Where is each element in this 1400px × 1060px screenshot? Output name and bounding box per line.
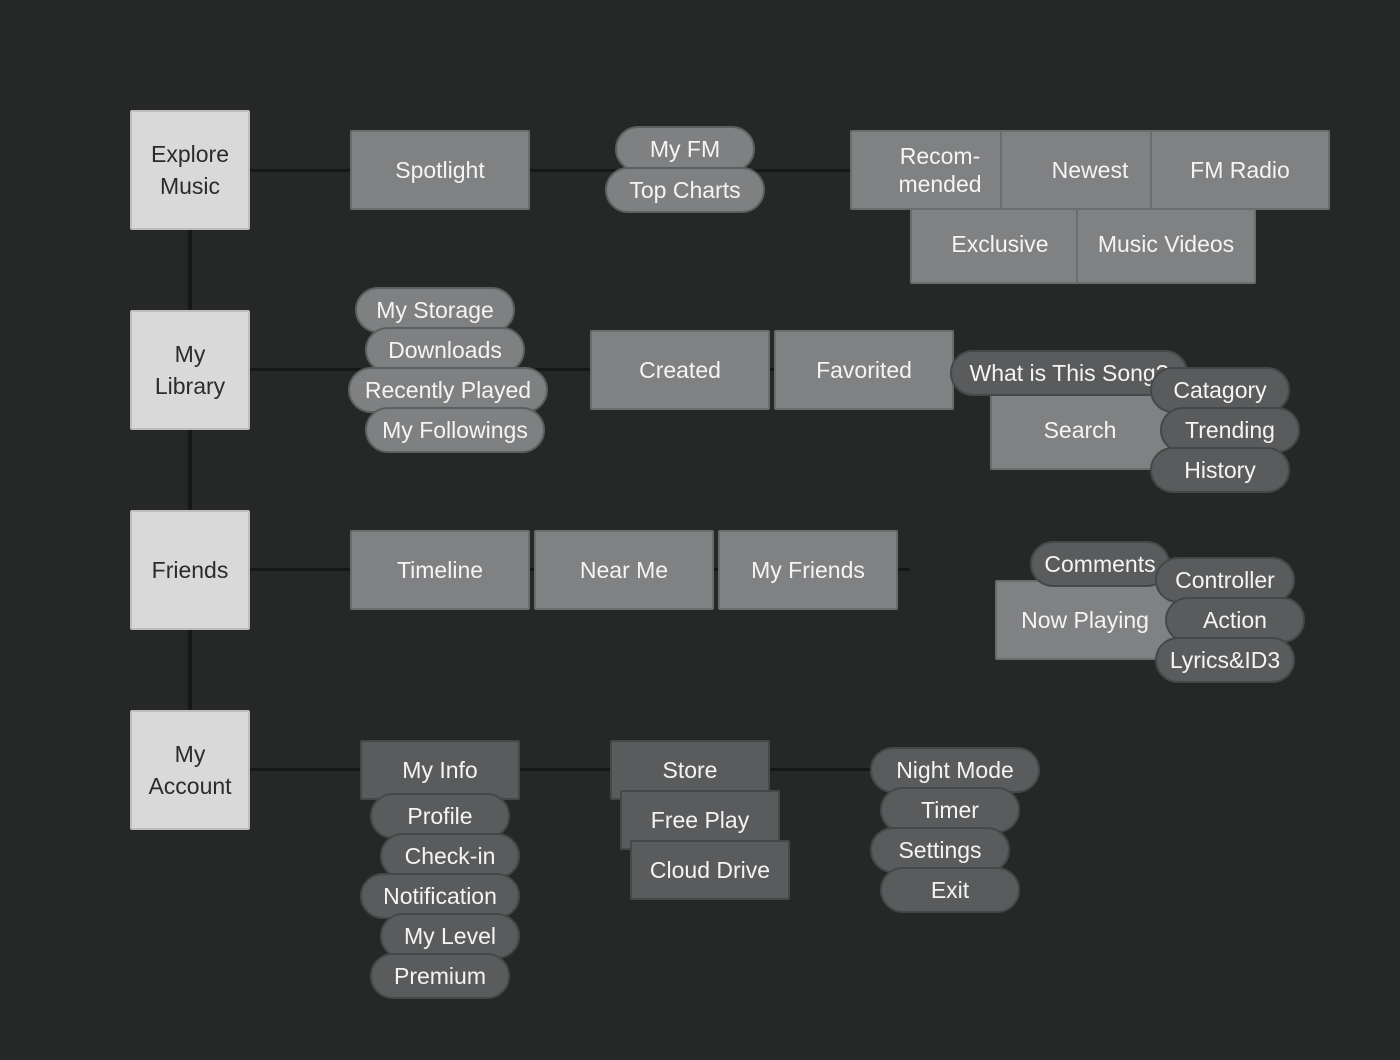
node-timeline[interactable]: Timeline <box>350 530 530 610</box>
node-search[interactable]: Search <box>990 390 1170 470</box>
node-night-mode[interactable]: Night Mode <box>870 747 1040 793</box>
node-spotlight[interactable]: Spotlight <box>350 130 530 210</box>
node-history[interactable]: History <box>1150 447 1290 493</box>
node-exclusive[interactable]: Exclusive <box>910 205 1090 284</box>
node-explore-music[interactable]: Explore Music <box>130 110 250 230</box>
node-my-storage[interactable]: My Storage <box>355 287 515 333</box>
node-now-playing[interactable]: Now Playing <box>995 580 1175 660</box>
node-my-followings[interactable]: My Followings <box>365 407 545 453</box>
node-profile[interactable]: Profile <box>370 793 510 839</box>
node-trending[interactable]: Trending <box>1160 407 1300 453</box>
node-my-fm[interactable]: My FM <box>615 126 755 172</box>
node-downloads[interactable]: Downloads <box>365 327 525 373</box>
node-my-info[interactable]: My Info <box>360 740 520 800</box>
node-action[interactable]: Action <box>1165 597 1305 643</box>
account-row-line <box>190 768 890 771</box>
node-lyrics-id3[interactable]: Lyrics&ID3 <box>1155 637 1295 683</box>
node-my-library[interactable]: My Library <box>130 310 250 430</box>
explore-row-line <box>190 169 910 172</box>
node-comments[interactable]: Comments <box>1030 541 1170 587</box>
node-fm-radio[interactable]: FM Radio <box>1150 130 1330 210</box>
node-timer[interactable]: Timer <box>880 787 1020 833</box>
node-catagory[interactable]: Catagory <box>1150 367 1290 413</box>
node-exit[interactable]: Exit <box>880 867 1020 913</box>
node-my-friends[interactable]: My Friends <box>718 530 898 610</box>
node-near-me[interactable]: Near Me <box>534 530 714 610</box>
node-top-charts[interactable]: Top Charts <box>605 167 765 213</box>
node-what-is-this-song[interactable]: What is This Song? <box>950 350 1188 396</box>
node-music-videos[interactable]: Music Videos <box>1076 205 1256 284</box>
node-friends[interactable]: Friends <box>130 510 250 630</box>
vertical-trunk-line <box>188 170 192 770</box>
node-cloud-drive[interactable]: Cloud Drive <box>630 840 790 900</box>
node-recently-played[interactable]: Recently Played <box>348 367 548 413</box>
node-my-account[interactable]: My Account <box>130 710 250 830</box>
node-favorited[interactable]: Favorited <box>774 330 954 410</box>
node-created[interactable]: Created <box>590 330 770 410</box>
node-settings[interactable]: Settings <box>870 827 1010 873</box>
node-controller[interactable]: Controller <box>1155 557 1295 603</box>
node-premium[interactable]: Premium <box>370 953 510 999</box>
